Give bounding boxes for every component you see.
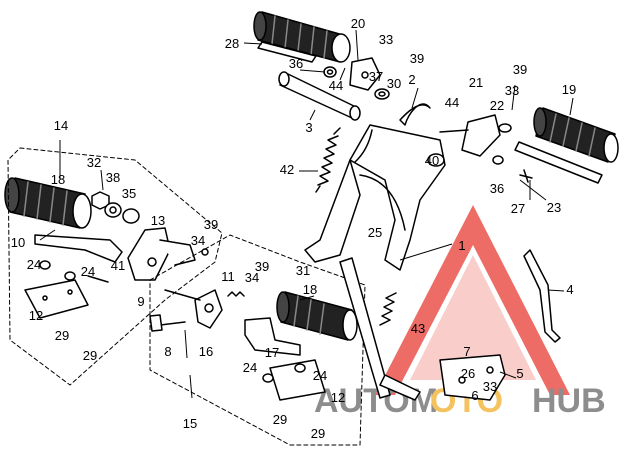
peg-pin-23 xyxy=(514,141,603,184)
callout-44: 44 xyxy=(329,78,343,93)
callout-18: 18 xyxy=(51,172,65,187)
footpeg-rubber-top xyxy=(253,11,351,63)
callout-15: 15 xyxy=(183,416,197,431)
callout-12: 12 xyxy=(29,308,43,323)
callout-4: 4 xyxy=(566,282,573,297)
callout-36: 36 xyxy=(289,56,303,71)
callout-25: 25 xyxy=(368,225,382,240)
callout-44: 44 xyxy=(445,95,459,110)
plate-12-left xyxy=(24,279,89,319)
callout-17: 17 xyxy=(265,345,279,360)
callout-24: 24 xyxy=(81,264,95,279)
callout-37: 37 xyxy=(369,69,383,84)
bracket-21 xyxy=(461,114,501,157)
footpeg-rubber-mid xyxy=(276,291,358,341)
spring-42 xyxy=(315,127,341,193)
bracket-5 xyxy=(439,354,506,401)
callout-1: 1 xyxy=(458,238,465,253)
clip-2 xyxy=(399,103,431,126)
callout-29: 29 xyxy=(311,426,325,441)
callout-12: 12 xyxy=(331,390,345,405)
callout-24: 24 xyxy=(27,257,41,272)
callout-33: 33 xyxy=(483,379,497,394)
callout-33: 33 xyxy=(505,83,519,98)
pivot-shaft xyxy=(278,71,361,121)
side-stand xyxy=(523,249,561,343)
peg-pin-28 xyxy=(261,41,317,57)
callout-18: 18 xyxy=(303,282,317,297)
callout-10: 10 xyxy=(11,235,25,250)
callout-31: 31 xyxy=(296,263,310,278)
watermark-hub: HUB xyxy=(532,382,606,420)
callout-8: 8 xyxy=(164,344,171,359)
callout-7: 7 xyxy=(463,344,470,359)
callout-14: 14 xyxy=(54,118,68,133)
callout-33: 33 xyxy=(379,32,393,47)
plate-12-mid xyxy=(269,359,326,401)
callout-16: 16 xyxy=(199,344,213,359)
callout-40: 40 xyxy=(425,153,439,168)
callout-36: 36 xyxy=(490,181,504,196)
callout-39: 39 xyxy=(410,51,424,66)
lever-arm xyxy=(339,257,391,399)
callout-27: 27 xyxy=(511,201,525,216)
callout-13: 13 xyxy=(151,213,165,228)
main-stand xyxy=(304,124,446,271)
callout-28: 28 xyxy=(225,36,239,51)
callout-24: 24 xyxy=(313,368,327,383)
callout-6: 6 xyxy=(471,388,478,403)
callout-23: 23 xyxy=(547,200,561,215)
watermark-auto: AUTOM xyxy=(314,382,438,420)
callout-34: 34 xyxy=(245,270,259,285)
callout-20: 20 xyxy=(351,16,365,31)
callout-30: 30 xyxy=(387,76,401,91)
bracket-17 xyxy=(244,317,301,356)
callout-39: 39 xyxy=(513,62,527,77)
callout-29: 29 xyxy=(83,348,97,363)
callout-29: 29 xyxy=(55,328,69,343)
callout-43: 43 xyxy=(411,321,425,336)
callout-42: 42 xyxy=(280,162,294,177)
callout-11: 11 xyxy=(221,269,235,284)
callout-3: 3 xyxy=(305,120,312,135)
callout-41: 41 xyxy=(111,258,125,273)
callout-35: 35 xyxy=(122,186,136,201)
callout-21: 21 xyxy=(469,75,483,90)
callout-34: 34 xyxy=(191,233,205,248)
callout-39: 39 xyxy=(255,259,269,274)
holder-16 xyxy=(194,289,223,329)
callout-22: 22 xyxy=(490,98,504,113)
callout-26: 26 xyxy=(461,366,475,381)
watermark-logo: AUTOM OTO HUB xyxy=(314,205,606,420)
callout-38: 38 xyxy=(106,170,120,185)
callout-2: 2 xyxy=(408,72,415,87)
footpeg-rubber-right xyxy=(533,107,619,163)
callout-29: 29 xyxy=(273,412,287,427)
callout-5: 5 xyxy=(516,366,523,381)
callout-39: 39 xyxy=(204,217,218,232)
callout-9: 9 xyxy=(137,294,144,309)
footpeg-rubber-left xyxy=(4,177,92,229)
bracket-10 xyxy=(34,234,123,263)
callout-32: 32 xyxy=(87,155,101,170)
bracket-20 xyxy=(349,57,381,91)
leader-lines xyxy=(39,29,574,399)
callout-24: 24 xyxy=(243,360,257,375)
callout-19: 19 xyxy=(562,82,576,97)
